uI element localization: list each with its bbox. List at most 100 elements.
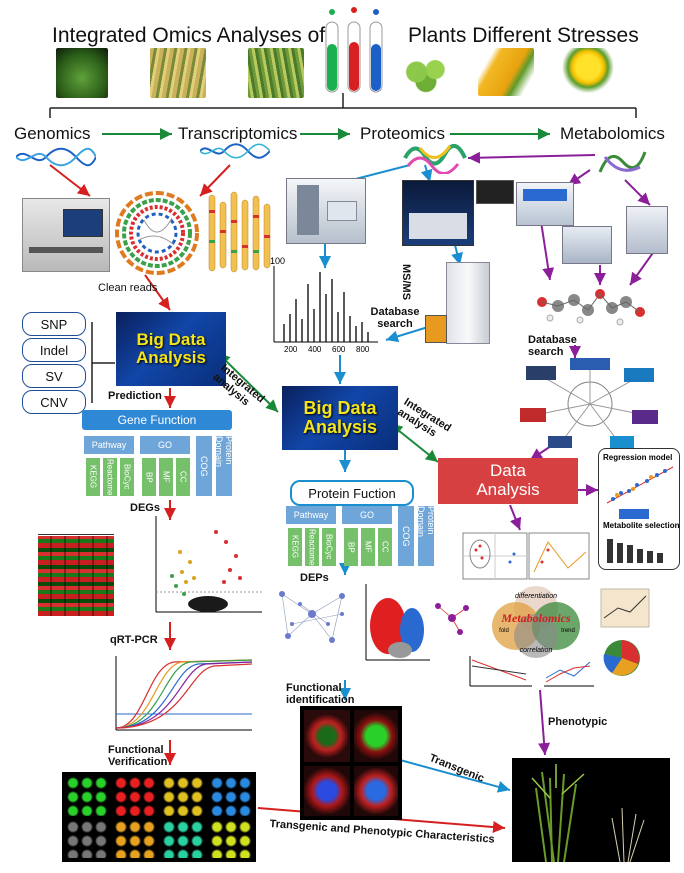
gene-reactome: Reactome xyxy=(103,458,117,496)
big-data-analysis-proteomics: Big Data Analysis xyxy=(282,386,398,450)
mass-spectrometer-image xyxy=(286,178,366,244)
gene-go: GO xyxy=(140,436,190,454)
clean-reads-label: Clean reads xyxy=(98,282,158,294)
ms-ms-label: MS/MS xyxy=(400,264,412,301)
degs-volcano-plot xyxy=(155,516,262,613)
tier-proteomics: Proteomics xyxy=(360,124,446,143)
pea-photo xyxy=(398,48,460,96)
big-data-1-line1: Big Data xyxy=(136,330,206,350)
wheat-photo xyxy=(248,48,304,98)
correlation-plot-left xyxy=(469,656,532,687)
arabidopsis-photo xyxy=(56,48,108,98)
degs-heatmap xyxy=(18,520,114,620)
variant-sv: SV xyxy=(22,364,86,388)
molecule-structure xyxy=(537,289,645,326)
hplc-image xyxy=(626,206,668,254)
functional-verification-label: Functional Verification xyxy=(108,744,167,768)
venn-center-label: Metabolomics xyxy=(500,611,571,625)
venn-bottom-label: correlation xyxy=(520,647,553,654)
functional-identification-line2: identification xyxy=(286,694,355,707)
gene-bp: BP xyxy=(142,458,156,496)
deps-label: DEPs xyxy=(300,572,329,584)
venn-left-label: fold xyxy=(499,628,509,634)
qpcr-amplification-curves xyxy=(115,656,253,731)
variant-cnv: CNV xyxy=(22,390,86,414)
protein-structure-icon xyxy=(403,144,467,174)
tier-genomics: Genomics xyxy=(14,124,91,143)
fluorescence-grid xyxy=(62,772,256,862)
cell-imaging-grid xyxy=(300,706,402,820)
gene-cog: COG xyxy=(196,436,212,496)
tier-transcriptomics: Transcriptomics xyxy=(178,124,298,143)
dandelion-photo xyxy=(560,48,616,96)
protein-go: GO xyxy=(342,506,392,524)
variant-indel: Indel xyxy=(22,338,86,362)
regression-panel: Regression model Metabolite selection xyxy=(598,448,680,570)
venn-right-label: trend xyxy=(561,628,575,634)
metabolite-database-wheel xyxy=(520,358,658,448)
ms-instrument-image xyxy=(425,262,490,344)
rna-icon xyxy=(200,143,270,159)
title-left: Integrated Omics Analyses of xyxy=(52,24,326,47)
nmr-image xyxy=(562,226,612,264)
rice-plants-photo xyxy=(512,758,670,863)
protein-function-header: Protein Fuction xyxy=(290,480,414,506)
spectrum-y-top: 100 xyxy=(270,256,285,266)
qrt-pcr-label: qRT-PCR xyxy=(110,634,158,646)
data-analysis-line1: Data xyxy=(490,461,526,481)
regression-scatter xyxy=(606,466,674,504)
protein-interaction-network xyxy=(279,591,345,643)
metabolite-selection-label: Metabolite selection xyxy=(603,521,680,530)
functional-identification-line1: Functional xyxy=(286,682,342,694)
ms-spectrum: 100 200 400 600 800 xyxy=(270,256,378,354)
gene-biocyc: BioCyc xyxy=(120,458,134,496)
chromosome-map xyxy=(208,191,271,273)
lcms-image xyxy=(402,180,474,246)
dna-icon xyxy=(16,147,96,167)
title-right: Plants Different Stresses xyxy=(408,24,639,47)
functional-verification-line1: Functional xyxy=(108,744,164,756)
pca-plot xyxy=(462,532,528,580)
data-analysis-line2: Analysis xyxy=(476,480,540,499)
big-data-2-line2: Analysis xyxy=(302,417,378,437)
metabolite-structure-icon xyxy=(598,151,647,173)
database-search-1: Database search xyxy=(370,306,420,331)
data-analysis-box: Data Analysis xyxy=(438,458,578,504)
rice-photo xyxy=(150,48,206,98)
deps-volcano-plot xyxy=(365,584,430,661)
protein-cog: COG xyxy=(398,506,414,566)
metabolite-bars xyxy=(607,539,663,563)
trend-plot xyxy=(600,588,650,628)
protein-protein-domain: Protein Domain xyxy=(416,506,436,566)
spectrum-peaks xyxy=(283,272,369,342)
protein-biocyc: BioCyc xyxy=(322,528,336,566)
regression-model-label: Regression model xyxy=(603,453,673,462)
tier-metabolomics: Metabolomics xyxy=(560,124,665,143)
metabolite-network-small xyxy=(435,603,469,635)
gene-function-header: Gene Function xyxy=(82,410,232,430)
spectrum-tick-400: 400 xyxy=(308,345,322,354)
protein-bp: BP xyxy=(344,528,358,566)
metabolomics-venn: differentiation Metabolomics correlation… xyxy=(492,586,580,658)
protein-reactome: Reactome xyxy=(305,528,319,566)
spectrum-tick-800: 800 xyxy=(356,345,370,354)
prediction-label: Prediction xyxy=(108,390,162,402)
protein-mf: MF xyxy=(361,528,375,566)
protein-pathway: Pathway xyxy=(286,506,336,524)
gene-mf: MF xyxy=(159,458,173,496)
big-data-analysis-genomics: Big Data Analysis xyxy=(116,312,226,386)
gene-pathway: Pathway xyxy=(84,436,134,454)
phenotypic-label: Phenotypic xyxy=(548,716,608,728)
gene-cc: CC xyxy=(176,458,190,496)
spectrum-tick-200: 200 xyxy=(284,345,298,354)
gene-protein-domain: Protein Domain xyxy=(214,436,234,496)
corn-photo xyxy=(478,48,534,96)
protein-cc: CC xyxy=(378,528,392,566)
spectrum-tick-600: 600 xyxy=(332,345,346,354)
variant-snp: SNP xyxy=(22,312,86,336)
protein-kegg: KEGG xyxy=(288,528,302,566)
gcms-image xyxy=(516,182,574,226)
gene-kegg: KEGG xyxy=(86,458,100,496)
test-tubes-icon xyxy=(325,7,383,93)
sequencer-image xyxy=(22,198,110,272)
